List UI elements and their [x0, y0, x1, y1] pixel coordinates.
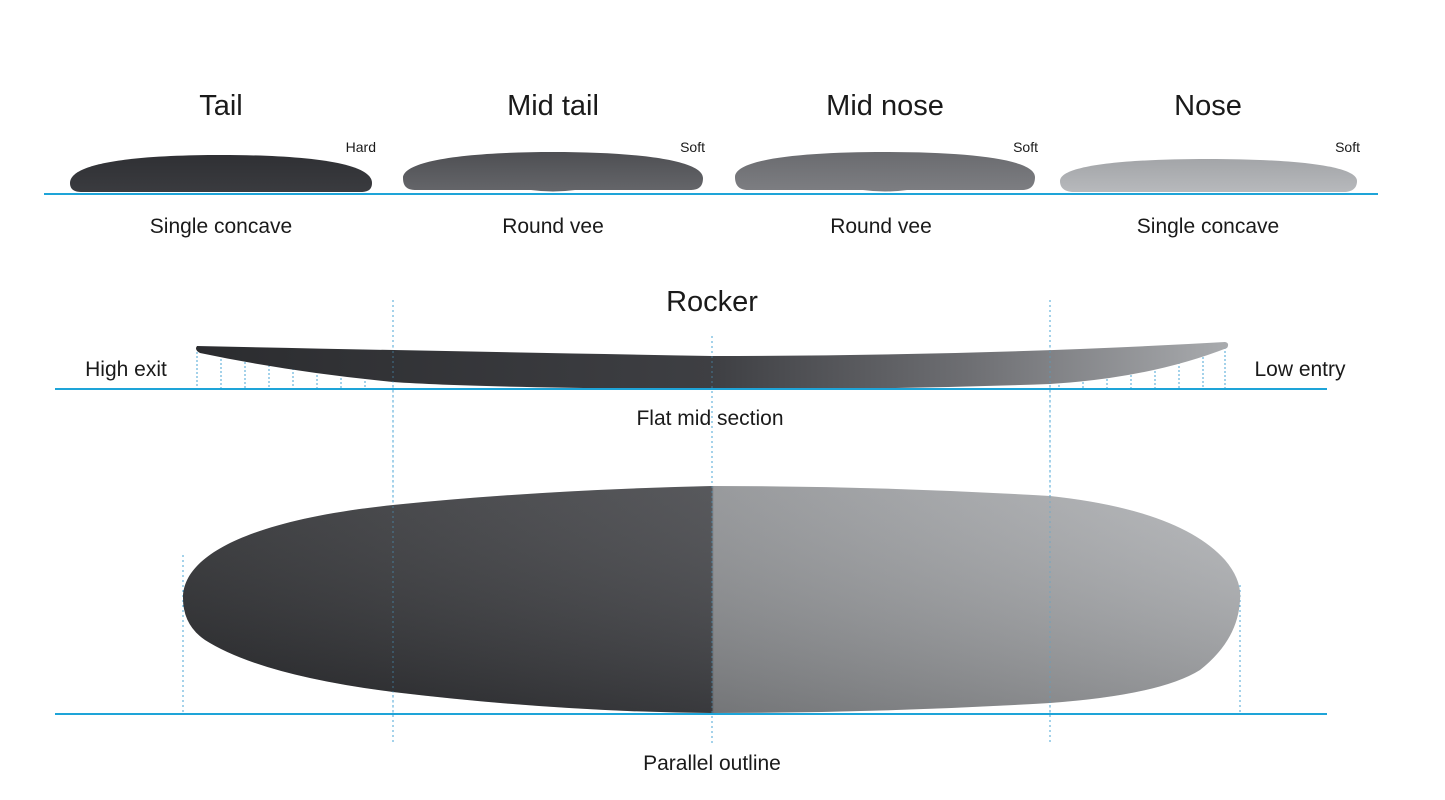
- cross-section-mid-nose: Mid nose Soft Round vee: [735, 90, 1038, 238]
- high-exit-label: High exit: [85, 358, 167, 381]
- hardness-label: Soft: [1335, 139, 1360, 155]
- rocker-title: Rocker: [666, 286, 758, 318]
- rocker-board-profile: [196, 342, 1229, 390]
- mid-nose-cross-section-shape: [735, 152, 1035, 192]
- profile-label: Single concave: [150, 215, 292, 238]
- hardness-label: Soft: [1013, 139, 1038, 155]
- hardness-label: Soft: [680, 139, 705, 155]
- profile-label: Round vee: [830, 215, 932, 238]
- mid-tail-cross-section-shape: [403, 152, 703, 192]
- profile-label: Round vee: [502, 215, 604, 238]
- profile-label: Single concave: [1137, 215, 1279, 238]
- cross-section-nose: Nose Soft Single concave: [1060, 90, 1360, 238]
- cross-section-tail: Tail Hard Single concave: [70, 90, 376, 238]
- zone-guide-lines-overlay: [392, 346, 1051, 714]
- tail-cross-section-shape: [70, 155, 372, 192]
- section-title: Mid tail: [507, 90, 599, 122]
- board-outline-shading: [183, 486, 1241, 713]
- hardness-label: Hard: [346, 139, 376, 155]
- rocker-section: Rocker High exit Low entry Fl: [55, 286, 1346, 430]
- section-title: Mid nose: [826, 90, 944, 122]
- cross-section-mid-tail: Mid tail Soft Round vee: [403, 90, 705, 238]
- nose-cross-section-shape: [1060, 159, 1357, 192]
- flat-mid-section-label: Flat mid section: [636, 407, 783, 430]
- outline-section: Parallel outline: [55, 486, 1327, 775]
- section-title: Tail: [199, 90, 243, 122]
- low-entry-label: Low entry: [1254, 358, 1346, 381]
- section-title: Nose: [1174, 90, 1242, 122]
- cross-sections-row: Tail Hard Single concave Mid tail Soft R…: [44, 90, 1378, 238]
- parallel-outline-label: Parallel outline: [643, 752, 781, 775]
